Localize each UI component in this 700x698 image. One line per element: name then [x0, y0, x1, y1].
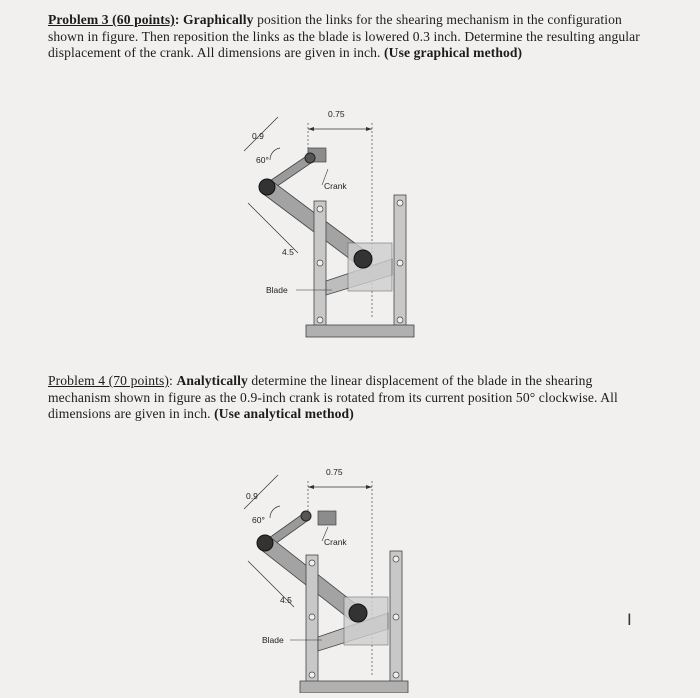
blade-label: Blade: [262, 635, 284, 645]
problem-3-colon: :: [174, 12, 183, 27]
problem-3-method-note: (Use graphical method): [384, 45, 523, 60]
problem-4-method-word: Analytically: [176, 373, 248, 388]
problem-4-text: Problem 4 (70 points): Analytically dete…: [48, 373, 648, 423]
problem-4-body: determine the linear displacement of the…: [48, 373, 618, 421]
dim-label-link: 4.5: [282, 247, 294, 257]
blade-pin-joint: [348, 603, 368, 623]
text-cursor-icon: I: [627, 610, 632, 629]
dim-label-link: 4.5: [280, 595, 292, 605]
problem-3-heading: Problem 3 (60 points): [48, 12, 175, 27]
crank-label: Crank: [324, 537, 347, 547]
crank-label: Crank: [324, 181, 347, 191]
dim-label-top: 0.75: [328, 109, 345, 119]
dim-label-top: 0.75: [326, 467, 343, 477]
angle-label: 60°: [256, 155, 269, 165]
crank-pin-joint: [258, 178, 276, 196]
problem-4-method-note: (Use analytical method): [214, 406, 354, 421]
problem-4-heading: Problem 4 (70 points): [48, 373, 170, 388]
mechanism-diagram: 0.75 0.9 60° Crank 4.5: [243, 109, 415, 338]
problem-3-method-word: Graphically: [182, 12, 254, 27]
mechanism-diagram: 0.75 0.9 60° Crank 4.5 Blade: [243, 467, 409, 694]
blade-label: Blade: [266, 285, 288, 295]
dim-label-crank-length: 0.9: [246, 491, 258, 501]
problem-3-text: Problem 3 (60 points): Graphically posit…: [48, 12, 648, 62]
dim-label-crank-length: 0.9: [252, 131, 264, 141]
problem-3-body: position the links for the shearing mech…: [48, 12, 640, 60]
crank-pin-joint: [256, 534, 274, 552]
problem-4-colon: :: [169, 373, 177, 388]
blade-pin-joint: [353, 249, 373, 269]
angle-label: 60°: [252, 515, 265, 525]
problem-4-mechanism-figure: 0.75 0.9 60° Crank 4.5 Blade: [232, 461, 422, 694]
problem-3-mechanism-figure: 0.75 0.9 60° Crank 4.5: [232, 103, 422, 343]
